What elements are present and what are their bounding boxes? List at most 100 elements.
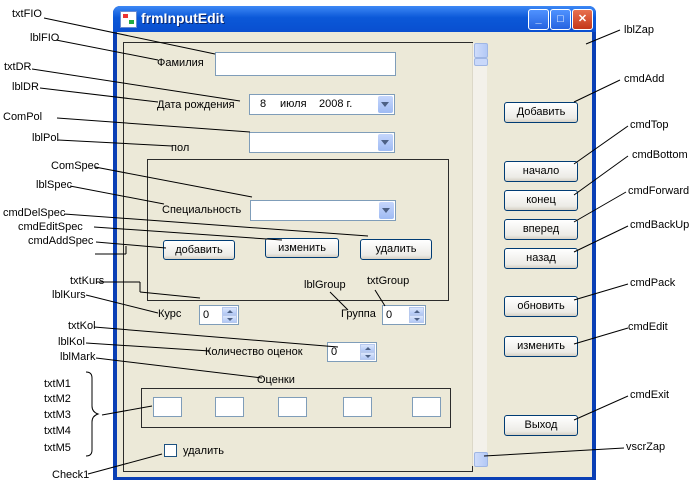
app-icon: [120, 11, 137, 28]
leader-cmdbackup: [573, 225, 629, 253]
gender-combo[interactable]: [249, 132, 395, 153]
leader-lblzap: [585, 29, 621, 45]
scroll-thumb[interactable]: [474, 58, 488, 66]
callout-txtm3: txtM3: [44, 409, 71, 421]
leader-lblkurs: [85, 294, 159, 314]
add-specialty-button[interactable]: добавить: [163, 240, 235, 260]
callout-compol: ComPol: [3, 111, 43, 123]
callout-txtgroup: txtGroup: [367, 275, 410, 287]
spin-up-icon[interactable]: [222, 307, 237, 315]
exit-button[interactable]: Выход: [504, 415, 578, 436]
callout-cmdexit: cmdExit: [630, 389, 670, 401]
window-title: frmInputEdit: [141, 10, 225, 26]
callout-cmdbottom: cmdBottom: [632, 149, 688, 161]
callout-check1: Check1: [52, 469, 90, 481]
title-bar[interactable]: frmInputEdit _ □ ✕: [113, 6, 596, 32]
callout-lblpol: lblPol: [32, 132, 59, 144]
minimize-button[interactable]: _: [528, 9, 549, 30]
leader-comspec: [94, 166, 253, 198]
birth-date-picker[interactable]: 8 июля 2008 г.: [249, 94, 395, 115]
chevron-down-icon[interactable]: [379, 202, 394, 219]
spin-down-icon[interactable]: [360, 352, 375, 360]
spin-up-icon[interactable]: [360, 344, 375, 352]
callout-cmdedit: cmdEdit: [628, 321, 668, 333]
callout-vscrzap: vscrZap: [626, 441, 666, 453]
brace-txtm: [85, 371, 100, 457]
callout-lblfio: lblFIO: [30, 32, 60, 44]
leader-cmdaddspec: [95, 241, 167, 249]
group-spinner[interactable]: 0: [382, 305, 426, 325]
leader-txtm: [101, 405, 153, 416]
callout-cmdforward: cmdForward: [628, 185, 690, 197]
delete-checkbox[interactable]: [164, 444, 177, 457]
close-button[interactable]: ✕: [572, 9, 593, 30]
add-record-button[interactable]: Добавить: [504, 102, 578, 123]
course-value: 0: [203, 309, 210, 321]
callout-cmddelspec: cmdDelSpec: [3, 207, 66, 219]
marks-count-value: 0: [331, 346, 338, 358]
course-spinner[interactable]: 0: [199, 305, 239, 325]
leader-cmddelspec: [63, 213, 369, 237]
group-value: 0: [386, 309, 393, 321]
leader-cmdexit: [573, 395, 629, 421]
callout-cmdadd: cmdAdd: [624, 73, 665, 85]
callout-txtkurs: txtKurs: [70, 275, 105, 287]
edit-specialty-button[interactable]: изменить: [265, 238, 339, 258]
spin-down-icon[interactable]: [409, 315, 424, 323]
label-fio: Фамилия: [157, 57, 204, 69]
previous-record-button[interactable]: назад: [504, 248, 578, 269]
chevron-down-icon[interactable]: [378, 134, 393, 151]
spin-down-icon[interactable]: [222, 315, 237, 323]
spin-up-icon[interactable]: [409, 307, 424, 315]
next-record-button[interactable]: вперед: [504, 219, 578, 240]
refresh-button[interactable]: обновить: [504, 296, 578, 317]
callout-cmdtop: cmdTop: [630, 119, 669, 131]
date-day: 8: [260, 98, 267, 110]
date-year: 2008 г.: [319, 98, 353, 110]
mark-input-5[interactable]: [412, 397, 441, 417]
label-gender: пол: [171, 142, 190, 154]
leader-check1: [87, 453, 163, 475]
specialty-combo[interactable]: [250, 200, 396, 221]
edit-record-button[interactable]: изменить: [504, 336, 578, 357]
fio-input[interactable]: [215, 52, 396, 76]
leader-cmdpack: [573, 283, 629, 301]
label-specialty: Специальность: [162, 204, 242, 216]
leader-lblfio: [55, 39, 159, 61]
leader-cmdadd: [573, 79, 621, 103]
callout-cmdaddspec: cmdAddSpec: [28, 235, 94, 247]
scroll-up-icon[interactable]: [474, 43, 488, 58]
first-record-button[interactable]: начало: [504, 161, 578, 182]
leader-txtfio: [43, 17, 216, 55]
last-record-button[interactable]: конец: [504, 190, 578, 211]
callout-lblzap: lblZap: [624, 24, 654, 36]
form-client-area: Фамилия Дата рождения 8 июля 2008 г. пол…: [117, 32, 592, 477]
chevron-down-icon[interactable]: [378, 96, 393, 113]
record-scrollbar[interactable]: [472, 43, 488, 467]
callout-txtkol: txtKol: [68, 320, 96, 332]
callout-lblkurs: lblKurs: [52, 289, 86, 301]
callout-txtdr: txtDR: [4, 61, 32, 73]
callout-cmdeditspec: cmdEditSpec: [18, 221, 83, 233]
label-marks: Оценки: [257, 374, 295, 386]
leader-cmdeditspec: [93, 226, 283, 241]
leader-lblkol: [85, 342, 211, 352]
mark-input-4[interactable]: [343, 397, 372, 417]
leader-cmdbottom: [573, 155, 629, 196]
mark-input-1[interactable]: [153, 397, 182, 417]
leader-txtdr: [31, 68, 241, 102]
callout-txtm1: txtM1: [44, 378, 71, 390]
mark-input-3[interactable]: [278, 397, 307, 417]
mark-input-2[interactable]: [215, 397, 244, 417]
maximize-button[interactable]: □: [550, 9, 571, 30]
callout-cmdpack: cmdPack: [630, 277, 676, 289]
marks-count-spinner[interactable]: 0: [327, 342, 377, 362]
date-month: июля: [280, 98, 307, 110]
callout-txtm4: txtM4: [44, 425, 71, 437]
specialty-frame: [147, 159, 449, 301]
leader-lblpol: [57, 139, 173, 147]
callout-lblmark: lblMark: [60, 351, 96, 363]
leader-txtkurs: [139, 291, 201, 299]
delete-specialty-button[interactable]: удалить: [360, 239, 432, 260]
